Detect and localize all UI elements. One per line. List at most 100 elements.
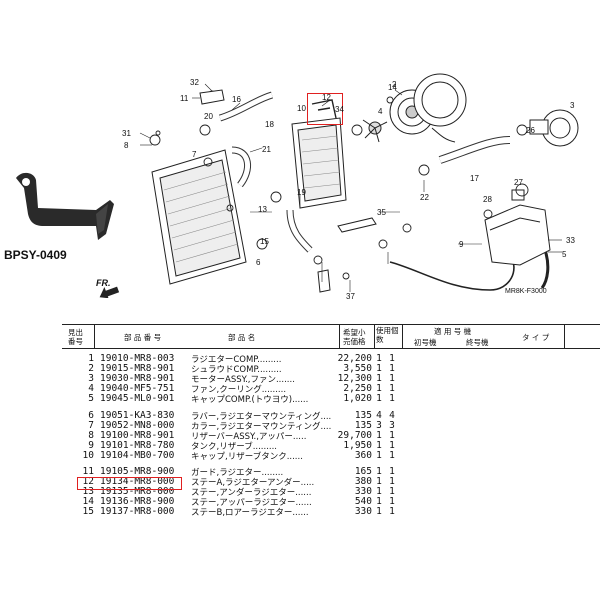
callout-27: 27 <box>514 178 523 187</box>
radiator-right <box>291 117 347 209</box>
row-qty-rt: 1 <box>389 440 395 451</box>
front-arrow-icon <box>99 286 120 298</box>
row-part-number: 19136-MR8-900 <box>100 496 175 507</box>
row-part-number: 19030-MR8-901 <box>100 373 175 384</box>
row-part-name: ステーB,ロアーラジエター...... <box>191 508 309 518</box>
callout-17: 17 <box>470 174 479 183</box>
row-part-name: ガード,ラジエター........ <box>191 468 284 478</box>
row-qty-rr: 1 <box>376 373 382 384</box>
row-price: 540 <box>354 496 372 507</box>
row-part-name: シュラウドCOMP......... <box>191 365 282 375</box>
row-ref-no: 5 <box>88 393 94 404</box>
front-label: FR. <box>96 278 111 288</box>
header-ref-no: 見出番号 <box>68 328 83 346</box>
radiator-left <box>151 149 247 285</box>
row-qty-rr: 1 <box>376 486 382 497</box>
row-part-name: ラジエターCOMP......... <box>191 355 282 365</box>
reserve-tank <box>484 189 551 266</box>
row-qty-rr: 1 <box>376 383 382 394</box>
row-ref-no: 14 <box>82 496 94 507</box>
row-price: 1,950 <box>343 440 372 451</box>
row-ref-no: 1 <box>88 353 94 364</box>
row-part-name: カラー,ラジエターマウンティング.... <box>191 422 332 432</box>
callout-8: 8 <box>124 141 129 150</box>
row-ref-no: 13 <box>82 486 94 497</box>
row-ref-no: 10 <box>82 450 94 461</box>
callout-28: 28 <box>483 195 492 204</box>
callout-34: 34 <box>335 105 344 114</box>
siphon-tube <box>389 254 515 291</box>
table-header-rule <box>62 348 600 349</box>
header-first-model: 初号機 <box>414 338 437 347</box>
row-qty-rr: 1 <box>376 476 382 487</box>
row-price: 380 <box>354 476 372 487</box>
row-qty-rt: 1 <box>389 450 395 461</box>
row-qty-rr: 1 <box>376 496 382 507</box>
callout-3: 3 <box>570 101 575 110</box>
callout-21: 21 <box>262 145 271 154</box>
callout-2: 2 <box>392 80 397 89</box>
row-price: 2,250 <box>343 383 372 394</box>
callout-22: 22 <box>420 193 429 202</box>
row-ref-no: 4 <box>88 383 94 394</box>
row-part-number: 19040-MF5-751 <box>100 383 175 394</box>
row-qty-rt: 3 <box>389 420 395 431</box>
row-ref-no: 15 <box>82 506 94 517</box>
row-part-name: ファン,クーリング......... <box>191 385 287 395</box>
header-type: タ イ プ <box>522 333 550 342</box>
row-part-name: ラバー,ラジエターマウンティング.... <box>191 412 332 422</box>
row-part-name: ステー,アンダーラジエター...... <box>191 488 312 498</box>
row-qty-rr: 1 <box>376 450 382 461</box>
header-part-name: 部 品 名 <box>228 333 256 342</box>
row-qty-rt: 1 <box>389 383 395 394</box>
row-qty-rt: 1 <box>389 430 395 441</box>
row-ref-no: 9 <box>88 440 94 451</box>
row-qty-rr: 1 <box>376 430 382 441</box>
water-pump <box>529 109 579 147</box>
row-part-number: 19101-MR8-780 <box>100 440 175 451</box>
callout-5: 5 <box>562 250 567 259</box>
row-qty-rt: 1 <box>389 373 395 384</box>
row-ref-no: 3 <box>88 373 94 384</box>
callout-4: 4 <box>378 107 383 116</box>
row-qty-rt: 1 <box>389 486 395 497</box>
callout-13: 13 <box>258 205 267 214</box>
row-part-number: 19100-MR8-901 <box>100 430 175 441</box>
row-price: 330 <box>354 486 372 497</box>
header-last-model: 終号機 <box>466 338 489 347</box>
row-part-number: 19134-MR8-000 <box>100 476 175 487</box>
row-ref-no: 11 <box>82 466 94 477</box>
row-price: 135 <box>354 410 372 421</box>
row-price: 360 <box>354 450 372 461</box>
row-qty-rr: 3 <box>376 420 382 431</box>
row-qty-rt: 1 <box>389 393 395 404</box>
row-price: 12,300 <box>337 373 372 384</box>
fan-motor <box>389 73 467 135</box>
row-part-name: モーターASSY.,ファン....... <box>191 375 295 385</box>
row-qty-rt: 1 <box>389 496 395 507</box>
highlight-row-12 <box>77 477 182 490</box>
row-qty-rt: 4 <box>389 410 395 421</box>
row-qty-rr: 1 <box>376 506 382 517</box>
header-part-no: 部 品 番 号 <box>124 333 162 342</box>
row-part-number: 19052-MN8-000 <box>100 420 175 431</box>
table-row: 3 19030-MR8-901 モーターASSY.,ファン....... 12,300… <box>62 373 600 385</box>
callout-32: 32 <box>190 78 199 87</box>
callout-31: 31 <box>122 129 131 138</box>
header-qty: 使用個数 <box>376 326 399 344</box>
callout-11: 11 <box>180 94 189 103</box>
row-part-name: ステーA,ラジエターアンダー..... <box>191 478 315 488</box>
row-price: 3,550 <box>343 363 372 374</box>
callout-7: 7 <box>192 150 197 159</box>
row-part-number: 19104-MB0-700 <box>100 450 175 461</box>
row-part-name: タンク,リザーブ......... <box>191 442 278 452</box>
